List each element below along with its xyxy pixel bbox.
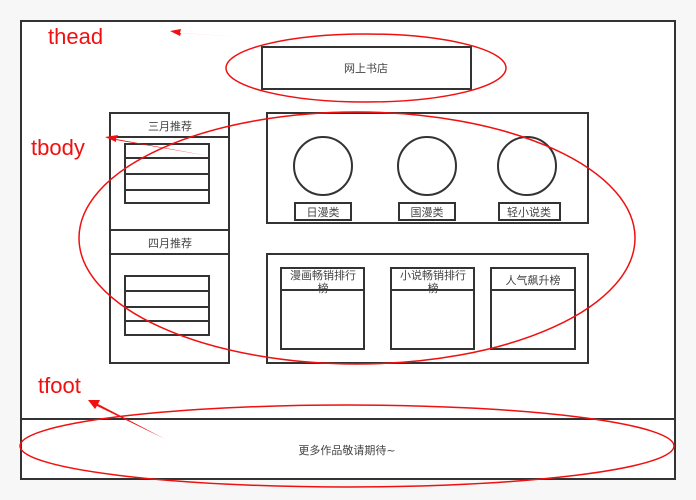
category-image-3 xyxy=(497,136,557,196)
april-title: 四月推荐 xyxy=(148,236,192,250)
category-label: 轻小说类 xyxy=(507,205,551,219)
footer-text: 更多作品敬请期待~ xyxy=(298,443,395,457)
thead-label: thead xyxy=(48,24,103,49)
tbody-label: tbody xyxy=(31,135,85,160)
thead-arrow xyxy=(170,29,242,37)
ranking-box-1 xyxy=(280,267,365,350)
thead-highlight xyxy=(225,33,507,103)
tfoot-highlight xyxy=(19,404,675,488)
april-list xyxy=(124,275,210,336)
march-title: 三月推荐 xyxy=(148,119,192,133)
ranking-title: 漫画畅销排行 xyxy=(290,268,356,282)
tfoot-arrow xyxy=(88,400,165,439)
ranking-title: 小说畅销排行 xyxy=(400,268,466,282)
category-image-1 xyxy=(293,136,353,196)
ranking-title-cont: 榜 xyxy=(318,281,329,295)
tbody-highlight xyxy=(78,111,636,365)
title-box xyxy=(261,46,472,90)
site-title: 网上书店 xyxy=(344,61,388,75)
tfoot-label: tfoot xyxy=(38,373,81,398)
tbody-arrow xyxy=(105,135,209,156)
ranking-title-cont: 榜 xyxy=(428,281,439,295)
category-image-2 xyxy=(397,136,457,196)
category-label: 国漫类 xyxy=(411,205,444,219)
ranking-title: 人气飙升榜 xyxy=(506,273,561,287)
ranking-box-2 xyxy=(390,267,475,350)
category-label: 日漫类 xyxy=(307,205,340,219)
